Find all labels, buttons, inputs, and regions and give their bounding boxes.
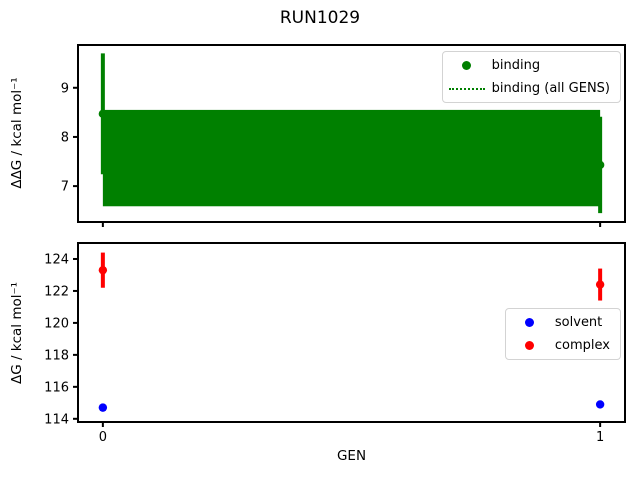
x-tick-label: 1 [596,430,604,445]
x-tick-label: 0 [99,430,107,445]
y-tick-label: 9 [61,81,69,96]
x-axis-label: GEN [336,448,367,464]
y-tick-label: 7 [61,180,69,195]
dot-marker-icon [525,318,535,327]
complex-point [98,265,108,275]
dot-marker-icon [462,61,472,70]
legend-label: binding [491,58,541,73]
y-tick-label: 114 [44,412,69,427]
y-tick-label: 118 [44,348,69,363]
legend-label: complex [554,338,610,353]
legend-dot-icon [449,61,485,70]
binding-point [595,160,605,170]
legend-dot-icon [512,341,548,350]
legend-dot-icon [512,318,548,327]
dot-marker-icon [525,341,535,350]
solvent-point [98,403,108,412]
legend-entry-binding-all-gens-: binding (all GENS) [448,77,610,100]
legend-dg: solvent complex [504,308,621,360]
y-tick-label: 124 [44,252,69,267]
complex-point [595,280,605,289]
y-tick-label: 8 [61,130,69,145]
y-tick-label: 116 [44,380,69,395]
figure-title: RUN1029 [279,8,361,28]
legend-label: solvent [554,315,603,330]
legend-label: binding (all GENS) [491,81,610,96]
binding-point [98,109,108,119]
legend-entry-binding: binding [449,54,610,77]
y-tick-label: 122 [44,284,69,299]
axes-spines [77,242,626,423]
legend-entry-solvent: solvent [512,311,610,334]
solvent-point [595,400,605,409]
legend-entry-complex: complex [512,334,610,357]
legend-binding: binding binding (all GENS) [441,51,621,103]
dotted-line-icon [448,87,485,90]
legend-dotted-line-icon [448,87,485,90]
axes-spines [77,44,626,223]
y-tick-label: 120 [44,316,69,331]
